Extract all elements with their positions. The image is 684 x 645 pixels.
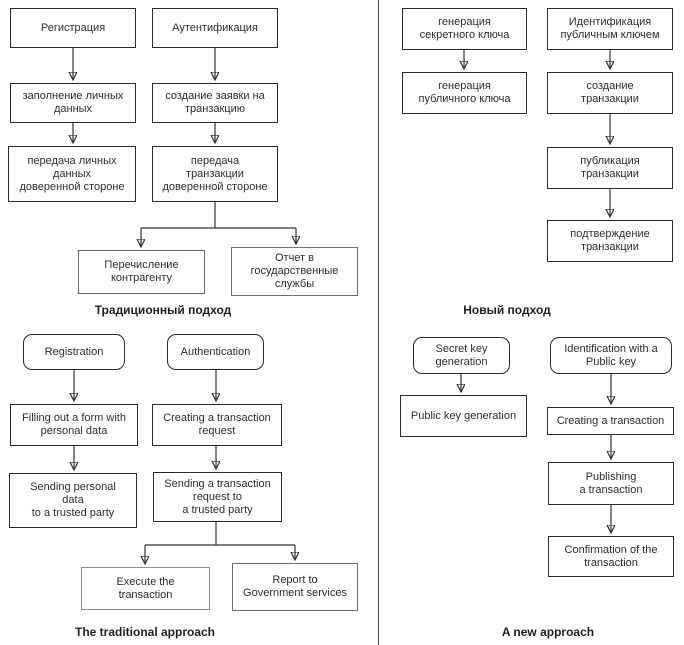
- node-label: Регистрация: [40, 21, 106, 34]
- node-ru-authentication: Аутентификация: [152, 8, 278, 48]
- node-ru-send-transaction: передача транзакции доверенной стороне: [152, 146, 278, 202]
- node-en-create-request: Creating a transaction request: [152, 404, 282, 446]
- node-ru-create-tx: создание транзакции: [547, 72, 673, 114]
- caption-en-new: A new approach: [501, 625, 595, 639]
- node-ru-publish-tx: публикация транзакции: [547, 147, 673, 189]
- node-label: Execute the transaction: [116, 575, 175, 601]
- node-en-identification: Identification with a Public key: [550, 337, 672, 374]
- node-ru-public-key: генерация публичного ключа: [402, 72, 527, 114]
- node-label: публикация транзакции: [580, 155, 640, 180]
- node-en-confirm-tx: Confirmation of the transaction: [548, 536, 674, 577]
- branch-en-traditional: [145, 522, 295, 546]
- node-label: передача личных данных доверенной сторон…: [19, 154, 125, 193]
- node-label: Sending personal data to a trusted party: [30, 481, 116, 519]
- node-label: Publishing a transaction: [579, 470, 643, 496]
- caption-ru-traditional: Традиционный подход: [94, 303, 232, 317]
- node-label: Аутентификация: [172, 21, 258, 34]
- node-label: Identification with a Public key: [564, 342, 658, 368]
- node-ru-registration: Регистрация: [10, 8, 136, 48]
- node-en-send-transaction: Sending a transaction request to a trust…: [153, 472, 282, 522]
- node-label: Registration: [44, 345, 104, 358]
- node-ru-send-personal: передача личных данных доверенной сторон…: [8, 146, 136, 202]
- node-ru-create-request: создание заявки на транзакцию: [152, 83, 278, 123]
- node-ru-fill-personal: заполнение личных данных: [10, 83, 136, 123]
- node-label: Идентификация публичным ключем: [560, 16, 660, 41]
- node-label: генерация секретного ключа: [419, 16, 510, 41]
- node-label: Sending a transaction request to a trust…: [164, 477, 271, 516]
- node-label: передача транзакции доверенной стороне: [162, 154, 268, 193]
- node-en-report-gov: Report to Government services: [232, 563, 358, 611]
- node-en-execute-tx: Execute the transaction: [81, 567, 210, 610]
- node-en-publish-tx: Publishing a transaction: [548, 462, 674, 505]
- node-label: Confirmation of the transaction: [564, 543, 658, 569]
- caption-ru-new: Новый подход: [463, 303, 551, 317]
- node-en-registration: Registration: [23, 334, 125, 370]
- caption-en-traditional: The traditional approach: [74, 625, 215, 639]
- node-label: генерация публичного ключа: [418, 80, 511, 105]
- node-label: Отчет в государственные службы: [250, 252, 339, 290]
- node-ru-transfer-counterparty: Перечисление контрагенту: [78, 250, 205, 294]
- node-label: создание заявки на транзакцию: [165, 90, 265, 115]
- node-label: Public key generation: [410, 409, 517, 422]
- node-ru-secret-key: генерация секретного ключа: [402, 8, 527, 50]
- node-label: подтверждение транзакции: [570, 228, 650, 253]
- node-label: создание транзакции: [581, 80, 639, 105]
- node-en-authentication: Authentication: [167, 334, 264, 370]
- branch-ru-traditional: [141, 202, 296, 229]
- node-label: заполнение личных данных: [22, 90, 124, 115]
- node-label: Secret key generation: [435, 342, 488, 368]
- node-en-public-key: Public key generation: [400, 395, 527, 437]
- node-ru-identification: Идентификация публичным ключем: [547, 8, 673, 50]
- node-label: Filling out a form with personal data: [22, 412, 126, 437]
- node-label: Report to Government services: [243, 574, 347, 599]
- node-label: Перечисление контрагенту: [104, 259, 179, 284]
- node-ru-confirm-tx: подтверждение транзакции: [547, 220, 673, 262]
- node-ru-report-gov: Отчет в государственные службы: [231, 247, 358, 296]
- node-label: Authentication: [180, 345, 251, 358]
- node-label: Creating a transaction: [556, 414, 665, 427]
- node-label: Creating a transaction request: [163, 412, 271, 437]
- node-en-fill-personal: Filling out a form with personal data: [10, 404, 138, 446]
- node-en-secret-key: Secret key generation: [413, 337, 510, 374]
- node-en-create-tx: Creating a transaction: [547, 407, 674, 435]
- node-en-send-personal: Sending personal data to a trusted party: [9, 473, 137, 528]
